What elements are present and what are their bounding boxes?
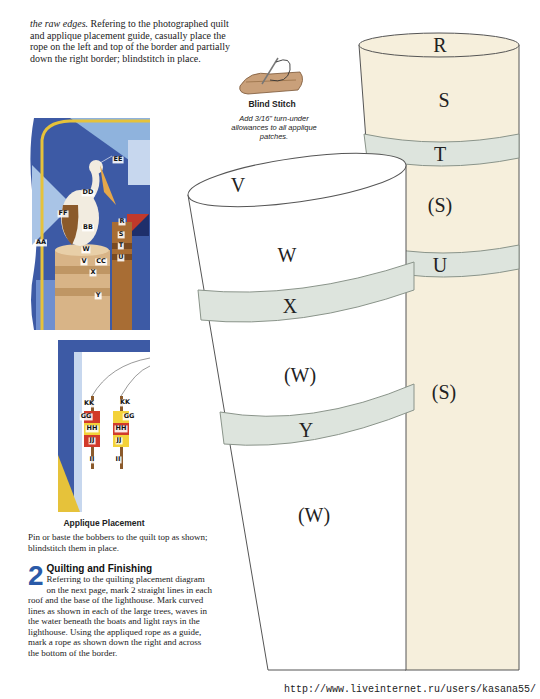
callout-letter: KK <box>119 399 131 406</box>
piece-outline <box>185 150 420 675</box>
callout-letter: EE <box>113 156 124 163</box>
callout-letter: BB <box>82 224 94 231</box>
piece-band <box>198 262 414 322</box>
piece-letter: (S) <box>432 381 456 404</box>
piece-letter: R <box>433 34 446 57</box>
piece-letter: W <box>278 244 297 267</box>
callout-letter: KK <box>83 400 95 407</box>
blind-stitch-illustration <box>240 58 303 94</box>
callout-letter: JJ <box>116 437 123 444</box>
piece-top <box>185 150 409 217</box>
piece-letter: S <box>438 89 449 112</box>
space <box>88 18 91 29</box>
piece-letter: (S) <box>428 194 452 217</box>
callout-letter: HH <box>86 425 99 432</box>
callout-letter: CC <box>95 258 107 265</box>
text-column: Pin or baste the bobbers to the quilt to… <box>28 532 213 553</box>
piece-letter: Y <box>299 419 313 442</box>
figure-caption: Blind Stitch <box>248 99 295 109</box>
piece-letter: V <box>231 174 245 197</box>
callout-letter: S <box>118 231 125 238</box>
watermark: http://www.liveinternet.ru/users/kasana5… <box>284 684 536 695</box>
section-heading: Quilting and Finishing <box>28 563 213 574</box>
piece-letter: X <box>283 295 297 318</box>
step-number: 2 <box>28 564 44 588</box>
body-text: Pin or baste the bobbers to the quilt to… <box>28 532 207 553</box>
pelican-placement-illustration <box>30 118 150 330</box>
callout-letter: U <box>117 254 124 261</box>
post-pattern-piece: V W X (W) Y (W) <box>185 150 420 675</box>
note: Add 3/16" turn-under allowances to all a… <box>230 114 318 141</box>
piece-letter: (W) <box>284 364 316 387</box>
callout-letter: W <box>81 246 90 253</box>
callout-letter: Y <box>95 292 102 299</box>
piece-letter: T <box>434 143 446 166</box>
figure-caption: Applique Placement <box>63 518 144 528</box>
callout-letter: DD <box>82 189 95 196</box>
callout-letter: T <box>118 242 124 249</box>
text-column: the raw edges. Refering to the photograp… <box>30 18 235 65</box>
callout-letter: JJ <box>89 437 96 444</box>
callout-letter: R <box>118 218 125 225</box>
piece-letter: (W) <box>298 504 330 527</box>
callout-letter: V <box>80 258 87 265</box>
body-text: Referring to the quilting placement diag… <box>28 574 212 658</box>
bobber-placement-illustration <box>58 340 150 512</box>
piece-top <box>359 33 519 57</box>
piece-letter: U <box>433 254 447 277</box>
callout-letter: FF <box>58 210 69 217</box>
text-column: 2Quilting and FinishingReferring to the … <box>28 563 213 658</box>
callout-letter: II <box>115 456 122 463</box>
callout-letter: GG <box>123 413 136 420</box>
callout-letter: X <box>89 269 96 276</box>
callout-letter: II <box>89 456 96 463</box>
body-text: the raw edges. <box>30 18 88 29</box>
callout-letter: AA <box>35 239 47 246</box>
callout-letter: HH <box>115 425 128 432</box>
callout-letter: GG <box>80 413 93 420</box>
piece-band <box>220 384 414 445</box>
